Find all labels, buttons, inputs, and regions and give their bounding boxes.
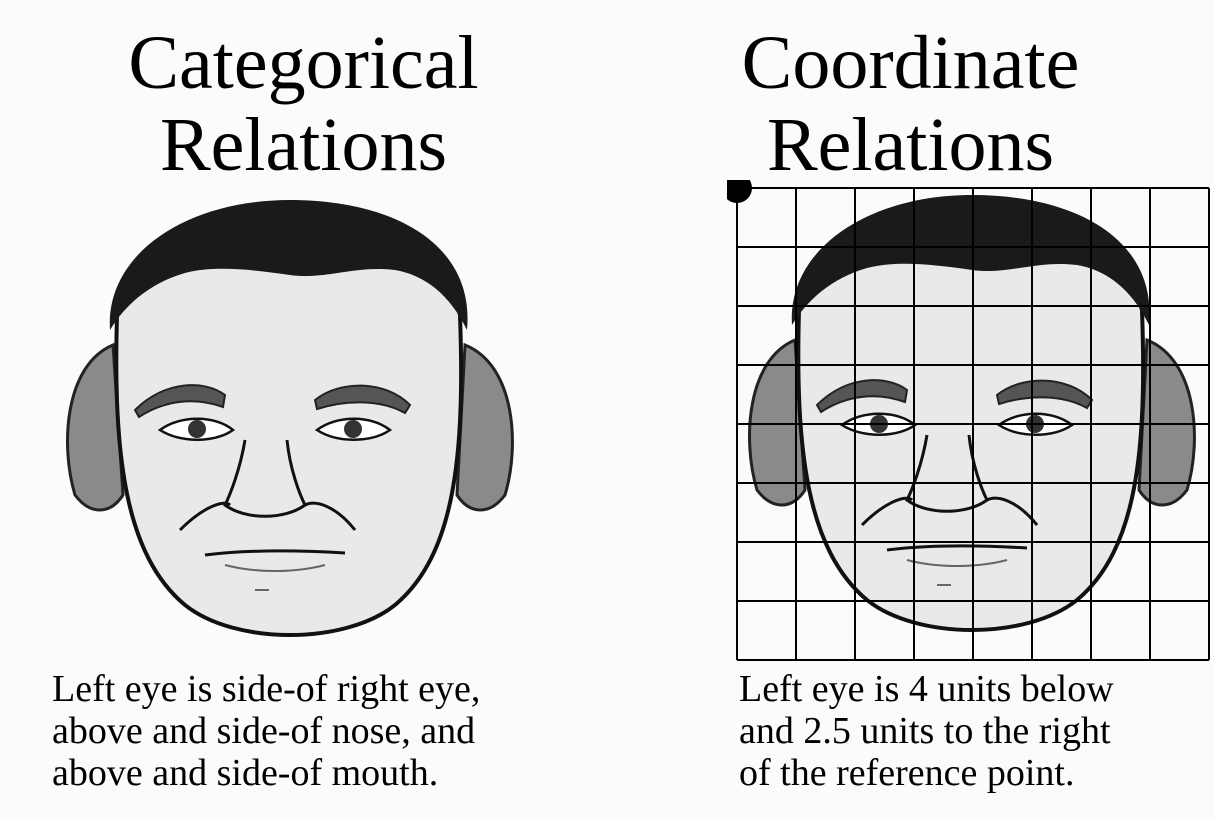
coordinate-panel: Coordinate Relations Left eye is 4 u <box>607 0 1214 819</box>
title-line: Categorical <box>128 21 479 105</box>
title-line: Relations <box>766 103 1055 187</box>
face-illustration <box>66 200 514 637</box>
reference-point <box>727 180 752 203</box>
grid-lines <box>736 187 1210 661</box>
caption-line: above and side-of mouth. <box>52 752 439 794</box>
face-illustration <box>748 195 1196 632</box>
panel-title: Categorical Relations <box>0 22 607 186</box>
caption-line: Left eye is 4 units below <box>739 668 1114 710</box>
categorical-panel: Categorical Relations <box>0 22 607 794</box>
face-drawing <box>66 200 514 637</box>
caption-line: of the reference point. <box>739 752 1075 794</box>
caption-line: above and side-of nose, and <box>52 710 476 752</box>
caption-line: and 2.5 units to the right <box>739 710 1111 752</box>
face-drawing <box>748 195 1196 632</box>
caption-line: Left eye is side-of right eye, <box>52 668 481 710</box>
title-line: Relations <box>159 103 448 187</box>
coordinate-grid <box>727 180 1210 661</box>
panel-title: Coordinate Relations <box>607 22 1214 186</box>
panel-caption: Left eye is 4 units below and 2.5 units … <box>739 668 1209 794</box>
title-line: Coordinate <box>741 21 1080 105</box>
panel-caption: Left eye is side-of right eye, above and… <box>52 668 592 794</box>
